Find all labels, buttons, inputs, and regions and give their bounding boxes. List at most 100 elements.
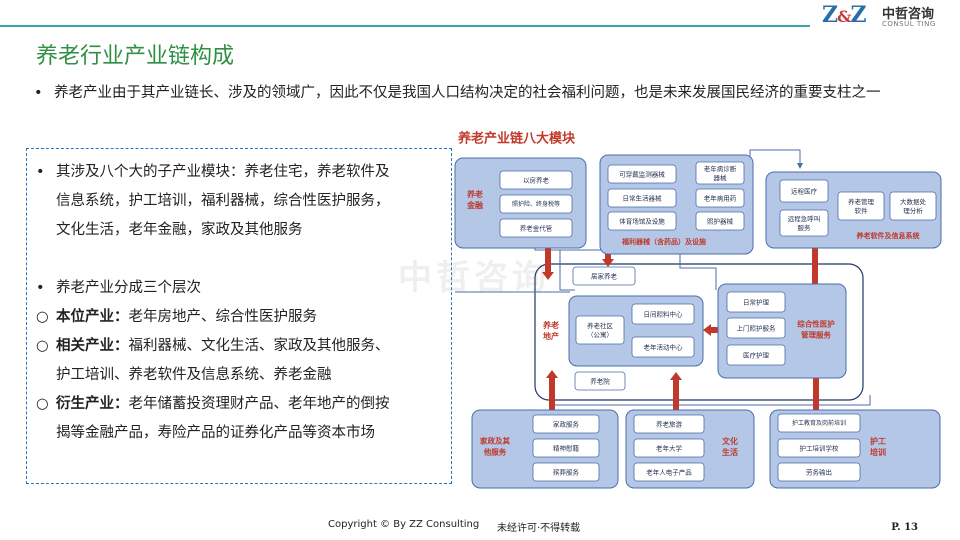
connector-line (700, 149, 803, 221)
arrow-software (812, 248, 818, 293)
finance-item (499, 218, 573, 238)
diagram-label-line: 养老 (466, 189, 483, 199)
summary-box (26, 148, 452, 484)
homeservice-item (532, 414, 600, 434)
summary-line: ○衍生产业：老年储蓄投资理财产品、老年地产的倒按 (36, 390, 390, 419)
diagram-label-line: 养老管理 (848, 197, 875, 206)
diagram-label-line: 服务 (798, 223, 812, 232)
software-item (889, 191, 937, 221)
diagram-label-line: 金融 (466, 200, 483, 210)
software-item (779, 209, 829, 237)
diagram-label-line: 器械 (714, 173, 728, 182)
housing-item (574, 371, 626, 391)
diagram-label-line: 管理服务 (801, 330, 831, 340)
equipment-item (695, 188, 745, 208)
culture-item (633, 462, 705, 482)
circle-bullet-icon: ○ (36, 338, 49, 354)
module-culture (625, 409, 755, 489)
module-item-label: 以房养老 (523, 176, 550, 185)
diagram-label-line: 养老社区 (587, 321, 614, 330)
diagram-label-line: 老年病诊断 (704, 164, 737, 173)
module-item-label: 养老旅游 (656, 420, 683, 429)
diagram-label-line: 家政及其 (480, 436, 510, 446)
module-item-label: 上门照护服务 (737, 324, 777, 333)
diagram-label-line: 理分析 (903, 206, 923, 215)
module-item-label: 体育场馆及设施 (619, 217, 665, 226)
line-text: 老年房地产、综合性医护服务 (128, 309, 318, 325)
summary-line: •养老产业分成三个层次 (36, 274, 201, 303)
module-item-label: 日常护理 (743, 298, 770, 307)
housing-item (631, 303, 695, 325)
module-item-label: 养老社区（公寓） (587, 321, 614, 339)
arrow-software-head (809, 292, 821, 300)
line-text: 其涉及八个大的子产业模块：养老住宅，养老软件及 (56, 164, 390, 180)
layer-label: 相关产业： (56, 338, 129, 354)
module-item-label: 老年活动中心 (644, 343, 684, 352)
company-logo: Z&Z 中哲咨询 CONSUL TING (822, 2, 954, 30)
module-item-label: 日常生活器械 (623, 194, 663, 203)
arrow-training (813, 377, 819, 410)
line-text: 老年储蓄投资理财产品、老年地产的倒按 (128, 396, 390, 412)
module-item-label: 养老金代管 (520, 224, 553, 233)
software-item (837, 191, 885, 221)
diagram-label-line: 护工 (870, 436, 886, 446)
module-item-label: 可穿戴监测器械 (619, 170, 665, 179)
module-item-label: 劳务输出 (806, 468, 832, 477)
diagram-title: 养老产业链八大模块 (457, 131, 576, 147)
module-homeservice (471, 409, 619, 489)
module-training (769, 409, 941, 489)
diagram-label-line: 软件 (855, 206, 869, 215)
diagram-label-line: 养老 (542, 320, 559, 330)
finance-item (499, 170, 573, 190)
summary-line: ○本位产业：老年房地产、综合性医护服务 (36, 303, 317, 332)
bullet-icon: • (36, 280, 45, 296)
arrow-medical-head (703, 324, 711, 336)
arrow-training-head (810, 370, 822, 378)
circle-bullet-icon: ○ (36, 309, 49, 325)
copyright: Copyright © By ZZ Consulting (328, 519, 480, 530)
bullet-icon: • (36, 164, 45, 180)
housing-item (572, 266, 636, 286)
diagram-label-line: 生活 (722, 447, 738, 457)
connector-line (559, 250, 575, 291)
module-item-label: 老年病用药 (704, 194, 737, 203)
module-medical (717, 283, 847, 379)
arrow-culture (673, 379, 679, 410)
diagram-label-line: 地产 (543, 331, 559, 341)
training-item (777, 438, 861, 458)
housing-outline (534, 263, 864, 401)
module-homeservice-label: 家政及其他服务 (480, 436, 510, 457)
arrow-equipment (605, 254, 611, 260)
module-item-label: 老年大学 (656, 444, 683, 453)
line-text: 福利器械、文化生活、家政及其他服务、 (128, 338, 390, 354)
training-item (777, 462, 861, 482)
equipment-item (695, 161, 745, 185)
diagram-label-line: 他服务 (483, 447, 507, 457)
medical-item (726, 291, 786, 313)
housing-item (575, 315, 625, 345)
logo-mark: Z&Z (822, 2, 867, 28)
module-item-label: 护工培训学校 (800, 444, 840, 453)
module-item-label: 护工教育及岗前培训 (792, 419, 846, 427)
module-item-label: 照护器械 (707, 217, 734, 226)
line-text: 信息系统，护工培训，福利器械，综合性医护服务， (56, 193, 390, 209)
bullet-icon: • (34, 85, 43, 101)
connector-line (679, 235, 717, 290)
diagram-label-line: 远程急呼叫 (788, 214, 821, 223)
arrow-homeservice-head (546, 370, 558, 378)
line-text: 护工培训、养老软件及信息系统、养老金融 (56, 367, 332, 383)
equipment-item (607, 164, 677, 184)
module-item-label: 远程医疗 (791, 187, 818, 196)
module-training-label: 护工培训 (870, 436, 886, 457)
header-rule (0, 25, 810, 27)
summary-line: 揭等金融产品，寿险产品的证券化产品等资本市场 (36, 419, 375, 448)
intro-paragraph: • 养老产业由于其产业链长、涉及的领域广，因此不仅是我国人口结构决定的社会福利问… (34, 80, 934, 106)
module-equipment-label: 福利器械（含药品）及设施 (621, 237, 706, 246)
slide-title: 养老行业产业链构成 (36, 44, 235, 69)
arrow-medical (710, 327, 718, 333)
finance-item (499, 194, 573, 214)
